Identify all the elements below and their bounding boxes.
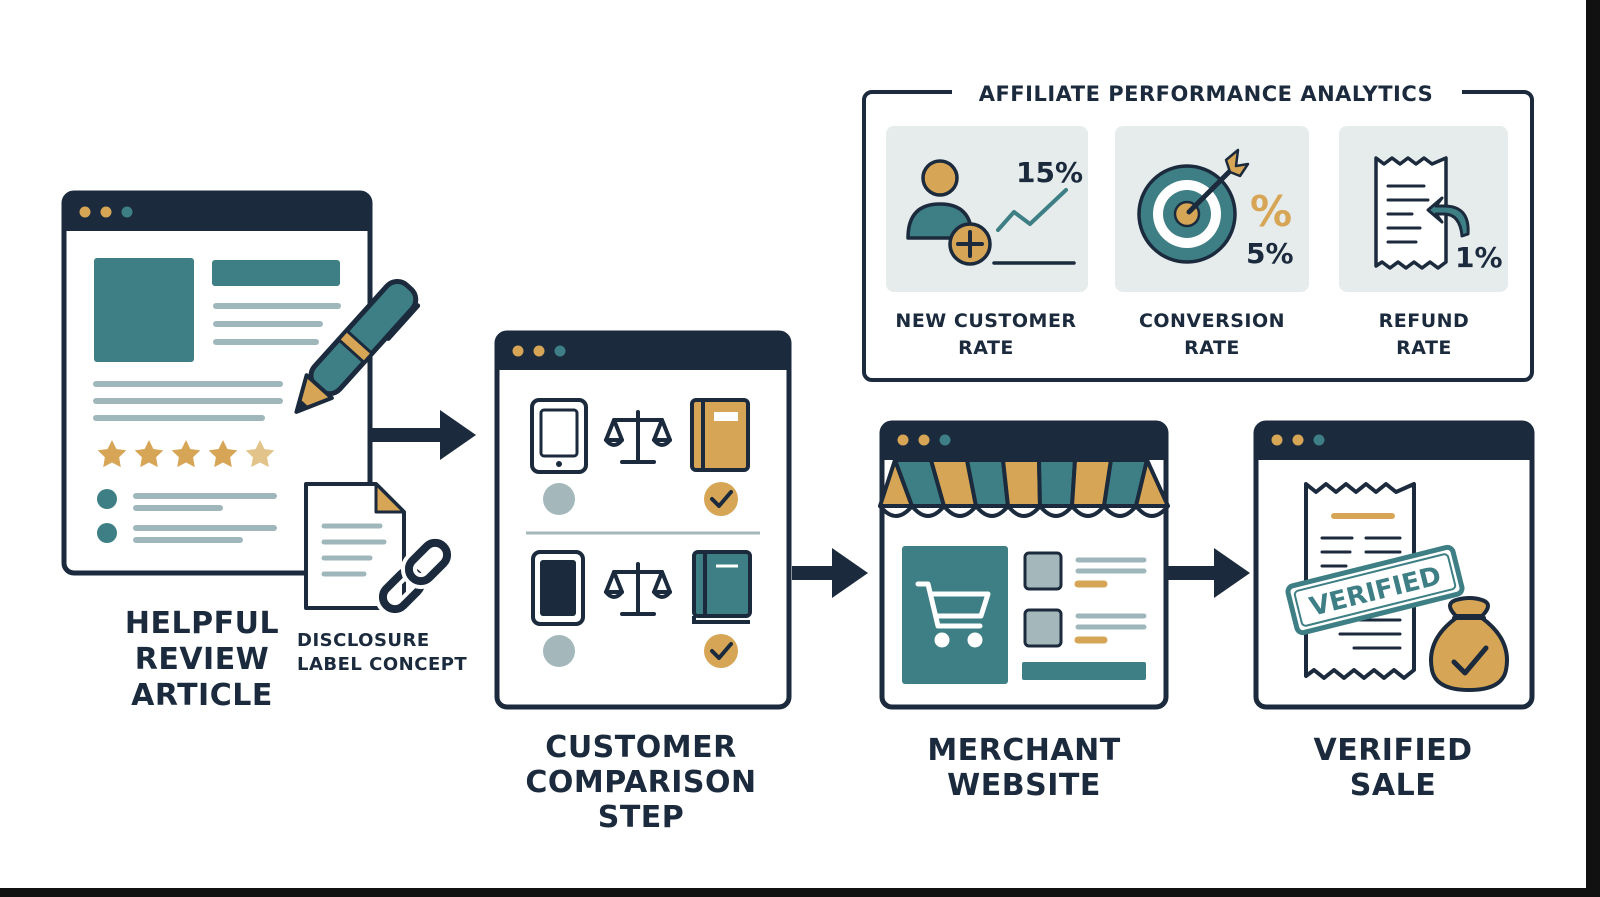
flow-arrow-3 <box>1168 548 1250 598</box>
target-icon <box>1137 148 1250 264</box>
new-customer-label-1: NEW CUSTOMER <box>895 310 1076 332</box>
review-label-2: REVIEW <box>135 642 270 677</box>
article-text-lines <box>93 303 341 543</box>
sale-label-1: VERIFIED <box>1313 733 1472 768</box>
percent-symbol-icon: % <box>1250 187 1292 236</box>
flow-arrow-1 <box>372 410 476 460</box>
window-dot-icon <box>897 434 909 446</box>
article-image-placeholder <box>94 258 194 362</box>
refund-value: 1% <box>1455 241 1503 274</box>
unselected-option-icon <box>543 483 575 515</box>
new-customer-value: 15% <box>1016 156 1083 189</box>
refund-label-1: REFUND <box>1379 310 1470 332</box>
conversion-label-1: CONVERSION <box>1139 310 1285 332</box>
sale-window-titlebar <box>1256 423 1532 460</box>
balance-scale-icon <box>604 410 672 464</box>
window-dot-icon <box>121 206 133 218</box>
new-customer-icon <box>906 159 992 266</box>
book-teal-icon <box>692 550 752 624</box>
analytics-title-gap <box>952 78 1462 108</box>
book-gold-icon <box>690 398 750 472</box>
product-thumb <box>1023 551 1063 591</box>
verified-sale-window: VERIFIED <box>1253 420 1535 710</box>
unselected-option-icon <box>543 635 575 667</box>
chain-link-icon <box>374 534 456 618</box>
metric-card-conversion: % 5% CONVERSION RATE <box>1115 126 1309 359</box>
merchant-label-2: WEBSITE <box>947 768 1101 803</box>
review-article-window <box>61 190 373 576</box>
review-window-titlebar <box>64 193 370 231</box>
window-dot-icon <box>939 434 951 446</box>
store-awning-icon <box>878 458 1170 518</box>
product-thumb <box>1023 608 1063 648</box>
shopping-cart-icon <box>915 581 991 648</box>
flow-arrow-2 <box>792 548 868 598</box>
add-to-cart-bar <box>1022 662 1146 680</box>
metric-card-new-customer: 15% NEW CUSTOMER RATE <box>886 126 1088 359</box>
product-text-lines <box>1074 557 1147 644</box>
comparison-window-frame <box>494 330 792 710</box>
window-dot-icon <box>1313 434 1325 446</box>
comparison-label-1: CUSTOMER <box>545 730 736 765</box>
bullet-dot-icon <box>97 523 117 543</box>
window-dot-icon <box>512 345 524 357</box>
five-star-rating-icon <box>97 440 275 468</box>
analytics-panel: AFFILIATE PERFORMANCE ANALYTICS 15% NEW … <box>862 78 1534 382</box>
window-dot-icon <box>533 345 545 357</box>
metric-card-bg <box>886 126 1088 292</box>
review-label-3: ARTICLE <box>131 678 273 713</box>
phone-icon <box>531 550 585 626</box>
check-badge-icon <box>704 634 738 668</box>
window-dot-icon <box>79 206 91 218</box>
article-heading-placeholder <box>212 260 340 286</box>
balance-scale-icon <box>604 562 672 616</box>
conversion-value: 5% <box>1246 237 1294 270</box>
refund-receipt-icon <box>1374 156 1470 270</box>
comparison-window <box>494 330 792 710</box>
comparison-label-2: COMPARISON <box>525 765 756 800</box>
trend-line-icon <box>996 188 1068 232</box>
comparison-window-titlebar <box>497 333 789 370</box>
window-dot-icon <box>1271 434 1283 446</box>
window-dot-icon <box>100 206 112 218</box>
tablet-icon <box>530 398 588 474</box>
merchant-window <box>878 420 1170 710</box>
disclosure-label-1: DISCLOSURE <box>297 630 430 651</box>
pen-icon <box>294 278 421 414</box>
check-badge-icon <box>704 482 738 516</box>
refund-label-2: RATE <box>1396 337 1452 359</box>
new-customer-label-2: RATE <box>958 337 1014 359</box>
disclosure-label-2: LABEL CONCEPT <box>297 654 467 675</box>
window-dot-icon <box>554 345 566 357</box>
metric-card-refund: 1% REFUND RATE <box>1339 126 1508 359</box>
comparison-label-3: STEP <box>598 800 685 835</box>
conversion-label-2: RATE <box>1184 337 1240 359</box>
merchant-label-1: MERCHANT <box>927 733 1120 768</box>
bullet-dot-icon <box>97 489 117 509</box>
window-dot-icon <box>918 434 930 446</box>
merchant-window-titlebar <box>882 423 1166 460</box>
sale-label-2: SALE <box>1350 768 1436 803</box>
window-dot-icon <box>1292 434 1304 446</box>
analytics-title: AFFILIATE PERFORMANCE ANALYTICS <box>979 82 1434 106</box>
review-label-1: HELPFUL <box>125 606 279 641</box>
money-bag-icon <box>1429 596 1509 692</box>
